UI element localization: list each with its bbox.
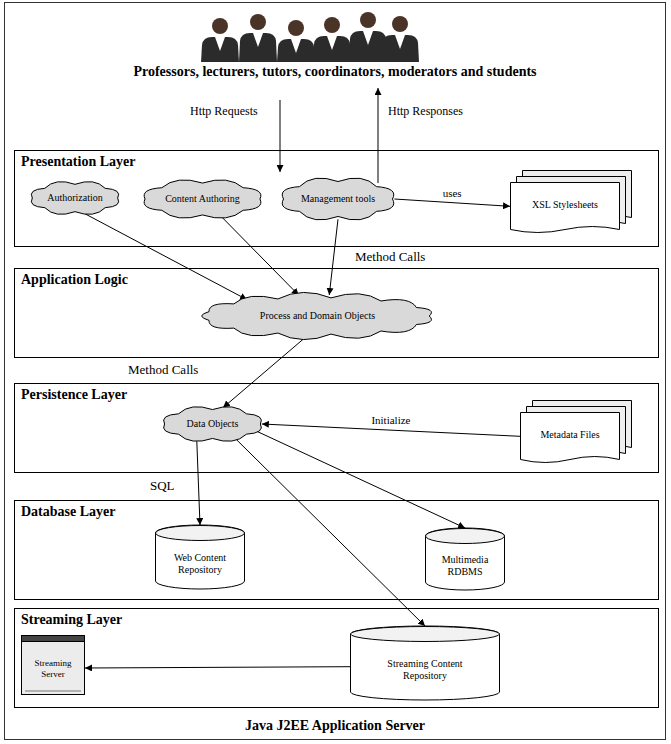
call-label-box: Method Calls — [355, 249, 425, 265]
audience-caption-box: Professors, lecturers, tutors, coordinat… — [133, 64, 536, 80]
layer-band: Streaming LayerStreaming Server Streaming… — [14, 608, 659, 708]
connector-arrow — [236, 439, 425, 626]
component-cloud: Data Objects — [160, 405, 265, 443]
person-figure — [381, 16, 419, 62]
call-label-box: Method Calls — [128, 362, 198, 378]
connector-arrow — [329, 219, 338, 295]
component-label: Content Authoring — [165, 193, 240, 205]
database-label: Streaming Content Repository — [377, 658, 473, 682]
response-label-box: Http Responses — [388, 104, 463, 119]
component-cloud: Process and Domain Objects — [200, 292, 435, 340]
component-cloud: Authorization — [28, 180, 122, 216]
component-cloud: Content Authoring — [140, 178, 265, 220]
server-icon: Streaming Server — [21, 635, 85, 695]
person-figure — [313, 17, 351, 62]
component-label: Authorization — [47, 192, 103, 204]
connector-arrow — [223, 337, 306, 408]
edge-label: uses — [441, 187, 464, 199]
request-label-box: Http Requests — [190, 104, 258, 119]
layer-band: Database LayerWeb Content Repository Mult… — [14, 500, 659, 600]
person-figure — [239, 14, 277, 62]
audience-caption: Professors, lecturers, tutors, coordinat… — [133, 64, 536, 80]
component-label: Data Objects — [187, 418, 239, 430]
connector-arrow — [394, 199, 510, 206]
connector-arrow — [85, 667, 350, 668]
database-cylinder: Streaming Content Repository — [350, 626, 500, 700]
person-figure — [201, 18, 239, 62]
connector-arrow — [197, 440, 200, 525]
frame-heading: Java J2EE Application Server — [245, 718, 425, 735]
edge-label-box: uses — [441, 187, 464, 199]
person-figure — [277, 20, 315, 62]
http-arrow — [378, 88, 379, 183]
document-label: Metadata Files — [540, 429, 599, 441]
layer-band: Application LogicProcess and Domain Obje… — [14, 268, 659, 358]
component-label: Process and Domain Objects — [260, 310, 375, 322]
document-stack: XSL Stylesheets — [510, 170, 632, 236]
call-label: Method Calls — [128, 362, 198, 378]
request-label: Http Requests — [190, 104, 258, 119]
protocol-label-box: SQL — [150, 478, 175, 494]
layer-heading: Database Layer — [21, 504, 652, 521]
layer-heading: Presentation Layer — [21, 154, 652, 171]
connector-arrow — [257, 432, 465, 528]
layer-band: Presentation LayerAuthorization Content A… — [14, 150, 659, 247]
server-label: Streaming Server — [25, 658, 81, 680]
database-label: Web Content Repository — [163, 552, 237, 576]
document-stack: Metadata Files — [520, 400, 632, 466]
server-frame: Java J2EE Application Server Presentation… — [4, 2, 666, 740]
layer-heading: Persistence Layer — [21, 387, 652, 404]
edge-label-box: Initialize — [369, 414, 412, 426]
edge-label: Initialize — [369, 414, 412, 426]
response-label: Http Responses — [388, 104, 463, 119]
database-cylinder: Web Content Repository — [155, 525, 245, 589]
call-label: Method Calls — [355, 249, 425, 265]
http-arrow — [280, 100, 281, 172]
database-label: Multimedia RDBMS — [433, 554, 497, 578]
component-label: Management tools — [301, 193, 375, 205]
connector-arrow — [221, 217, 298, 296]
layer-band: Persistence LayerData ObjectsMetadata Fi… — [14, 383, 659, 473]
person-figure — [349, 12, 387, 62]
document-label: XSL Stylesheets — [532, 199, 598, 211]
database-cylinder: Multimedia RDBMS — [425, 528, 505, 590]
layer-heading: Streaming Layer — [21, 612, 652, 629]
layer-heading: Application Logic — [21, 272, 652, 289]
component-cloud: Management tools — [278, 176, 398, 222]
protocol-label: SQL — [150, 478, 175, 494]
